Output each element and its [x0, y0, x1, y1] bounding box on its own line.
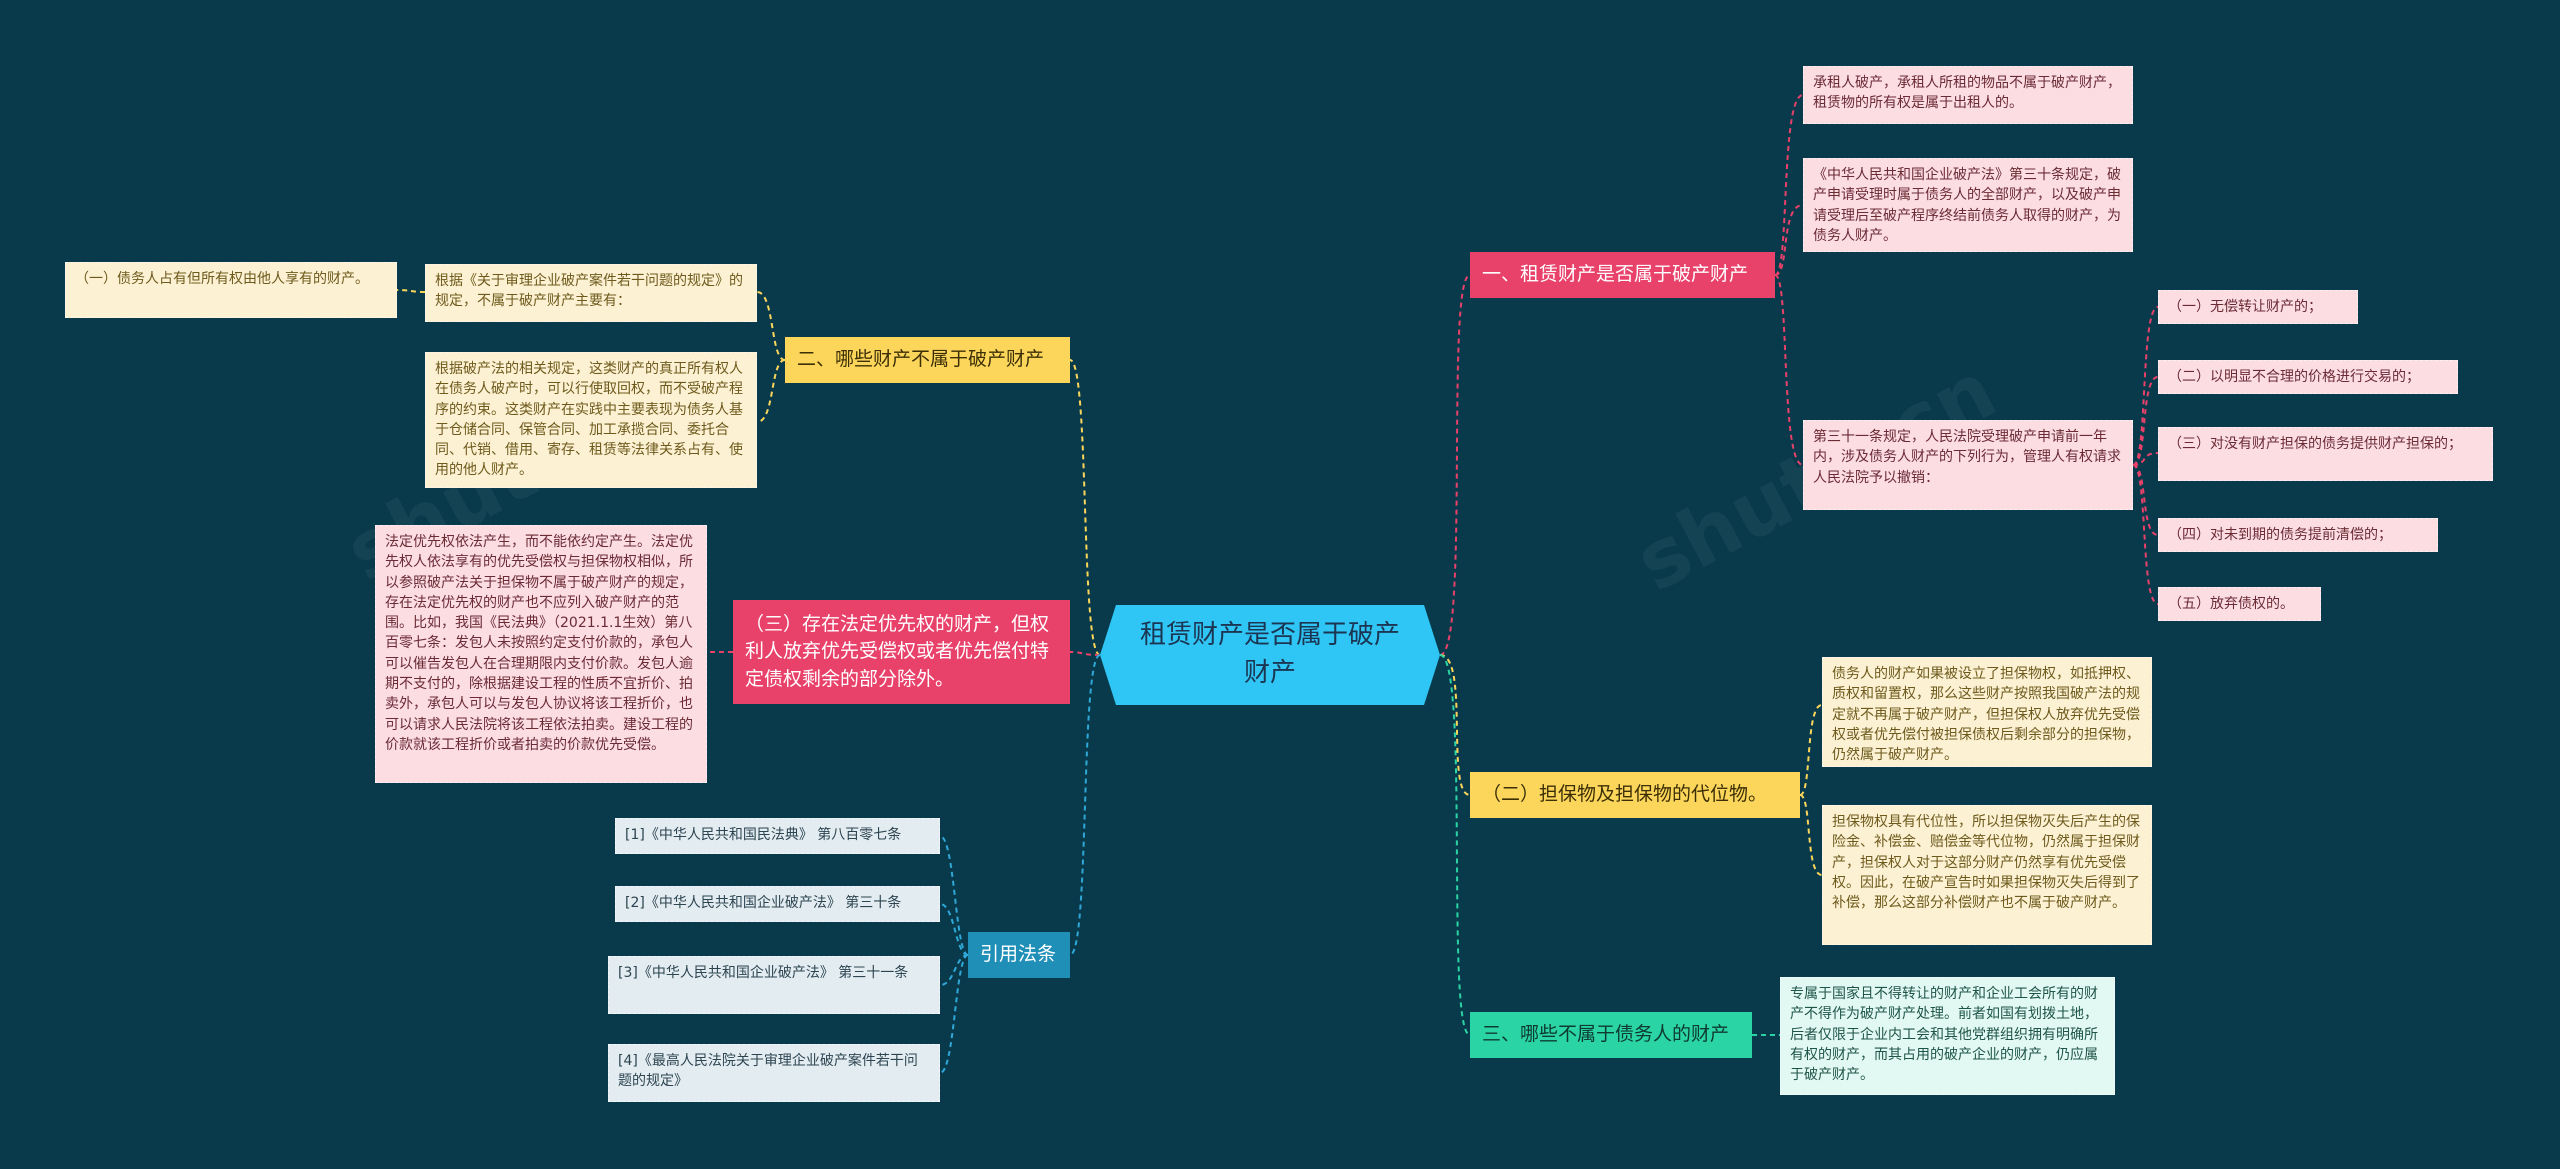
- branch-non-bankruptcy-property[interactable]: 二、哪些财产不属于破产财产: [785, 337, 1070, 383]
- branch-label: 二、哪些财产不属于破产财产: [797, 348, 1045, 371]
- leaf-item-3[interactable]: （三）对没有财产担保的债务提供财产担保的；: [2158, 427, 2493, 481]
- leaf-state-property[interactable]: 专属于国家且不得转让的财产和企业工会所有的财产不得作为破产财产处理。前者如国有划…: [1780, 977, 2115, 1095]
- branch-collateral[interactable]: （二）担保物及担保物的代位物。: [1470, 772, 1800, 818]
- leaf-item-1[interactable]: （一）无偿转让财产的；: [2158, 290, 2358, 324]
- leaf-item-5[interactable]: （五）放弃债权的。: [2158, 587, 2321, 621]
- leaf-item-others-owned[interactable]: （一）债务人占有但所有权由他人享有的财产。: [65, 262, 397, 318]
- central-topic[interactable]: 租赁财产是否属于破产财产: [1100, 605, 1440, 705]
- citation-3[interactable]: [3]《中华人民共和国企业破产法》 第三十一条: [608, 956, 940, 1014]
- branch-not-debtor-property[interactable]: 三、哪些不属于债务人的财产: [1470, 1012, 1752, 1058]
- central-topic-label: 租赁财产是否属于破产财产: [1139, 620, 1400, 688]
- branch-label: （二）担保物及担保物的代位物。: [1482, 783, 1768, 806]
- leaf-retrieval-right[interactable]: 根据破产法的相关规定，这类财产的真正所有权人在债务人破产时，可以行使取回权，而不…: [425, 352, 757, 488]
- citation-1[interactable]: [1]《中华人民共和国民法典》 第八百零七条: [615, 818, 940, 854]
- branch-rental-property[interactable]: 一、租赁财产是否属于破产财产: [1470, 252, 1775, 298]
- leaf-lessee-bankrupt[interactable]: 承租人破产，承租人所租的物品不属于破产财产，租赁物的所有权是属于出租人的。: [1803, 66, 2133, 124]
- leaf-item-2[interactable]: （二）以明显不合理的价格进行交易的；: [2158, 360, 2458, 394]
- branch-label: 三、哪些不属于债务人的财产: [1482, 1023, 1730, 1046]
- citation-4[interactable]: [4]《最高人民法院关于审理企业破产案件若干问题的规定》: [608, 1044, 940, 1102]
- leaf-collateral-rights[interactable]: 债务人的财产如果被设立了担保物权，如抵押权、质权和留置权，那么这些财产按照我国破…: [1822, 657, 2152, 767]
- leaf-item-4[interactable]: （四）对未到期的债务提前清偿的；: [2158, 518, 2438, 552]
- leaf-regulation[interactable]: 根据《关于审理企业破产案件若干问题的规定》的规定，不属于破产财产主要有：: [425, 264, 757, 322]
- branch-citations[interactable]: 引用法条: [968, 932, 1070, 978]
- leaf-article-30[interactable]: 《中华人民共和国企业破产法》第三十条规定，破产申请受理时属于债务人的全部财产，以…: [1803, 158, 2133, 252]
- branch-statutory-priority[interactable]: （三）存在法定优先权的财产，但权利人放弃优先受偿权或者优先偿付特定债权剩余的部分…: [733, 600, 1070, 704]
- leaf-subrogation[interactable]: 担保物权具有代位性，所以担保物灭失后产生的保险金、补偿金、赔偿金等代位物，仍然属…: [1822, 805, 2152, 945]
- leaf-article-31[interactable]: 第三十一条规定，人民法院受理破产申请前一年内，涉及债务人财产的下列行为，管理人有…: [1803, 420, 2133, 510]
- citation-2[interactable]: [2]《中华人民共和国企业破产法》 第三十条: [615, 886, 940, 922]
- leaf-statutory-priority-detail[interactable]: 法定优先权依法产生，而不能依约定产生。法定优先权人依法享有的优先受偿权与担保物权…: [375, 525, 707, 783]
- branch-label: 引用法条: [980, 943, 1057, 966]
- branch-label: 一、租赁财产是否属于破产财产: [1482, 263, 1749, 286]
- branch-label: （三）存在法定优先权的财产，但权利人放弃优先受偿权或者优先偿付特定债权剩余的部分…: [745, 612, 1050, 690]
